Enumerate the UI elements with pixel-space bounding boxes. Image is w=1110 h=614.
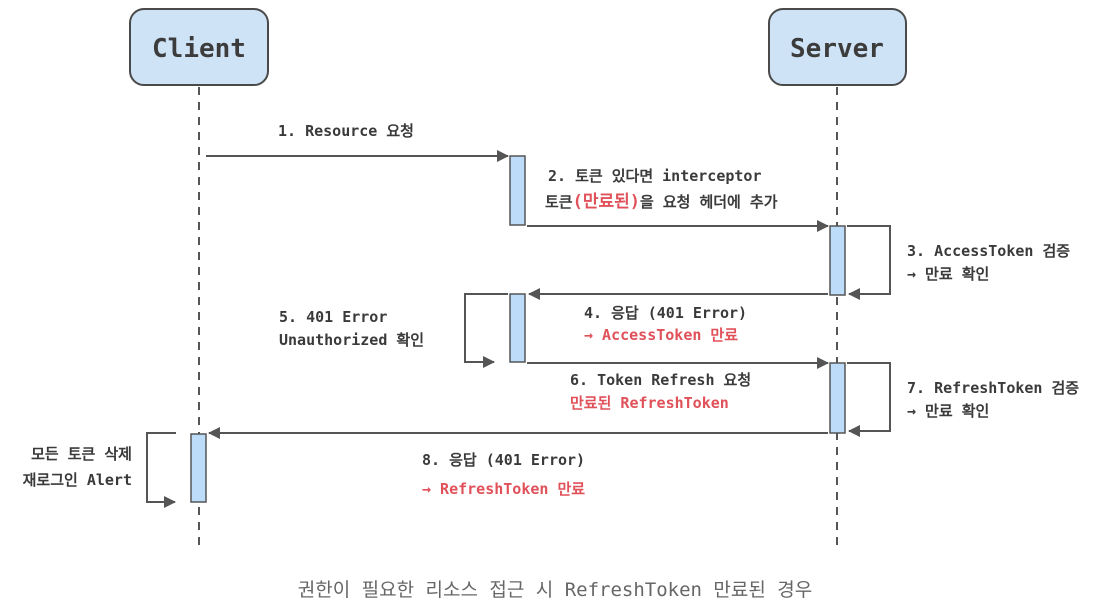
interceptor-activation-2 [509,293,526,363]
label-step-4-line1: 4. 응답 (401 Error) [584,304,747,322]
server-label: Server [790,34,884,64]
diagram-caption: 권한이 필요한 리소스 접근 시 RefreshToken 만료된 경우 [298,579,813,601]
label-step-8-line2: → RefreshToken 만료 [422,480,585,498]
label-step-8-line1: 8. 응답 (401 Error) [422,451,585,469]
label-step-7-line2: → 만료 확인 [907,402,989,420]
server-activation-2 [829,362,846,434]
label-step-1: 1. Resource 요청 [278,122,414,140]
label-step-6-line2: 만료된 RefreshToken [570,394,729,412]
server-participant: Server [768,8,907,86]
label-step-5-line1: 5. 401 Error [279,308,387,326]
interceptor-activation-1 [509,155,526,226]
label-step-9-line1: 모든 토큰 삭제 [31,445,132,463]
self-loop-refresh-verify [847,362,891,437]
label-step-2-line2: 토큰(만료된)을 요청 헤더에 추가 [545,192,778,212]
client-participant: Client [129,8,269,86]
label-step-7-line1: 7. RefreshToken 검증 [907,379,1079,397]
server-activation-1 [829,225,846,296]
label-step-3-line2: → 만료 확인 [907,265,989,283]
client-label: Client [152,34,246,64]
self-loop-access-verify [847,225,891,300]
label-step-5-line2: Unauthorized 확인 [279,331,424,349]
self-loop-401-check [464,293,508,368]
label-step-6-line1: 6. Token Refresh 요청 [570,371,751,389]
label-step-3-line1: 3. AccessToken 검증 [907,242,1070,260]
self-loop-logout [146,432,176,508]
client-activation [190,433,207,503]
label-step-4-line2: → AccessToken 만료 [584,326,738,344]
label-step-9-line2: 재로그인 Alert [23,471,132,489]
label-step-2-line1: 2. 토큰 있다면 interceptor [548,167,762,185]
